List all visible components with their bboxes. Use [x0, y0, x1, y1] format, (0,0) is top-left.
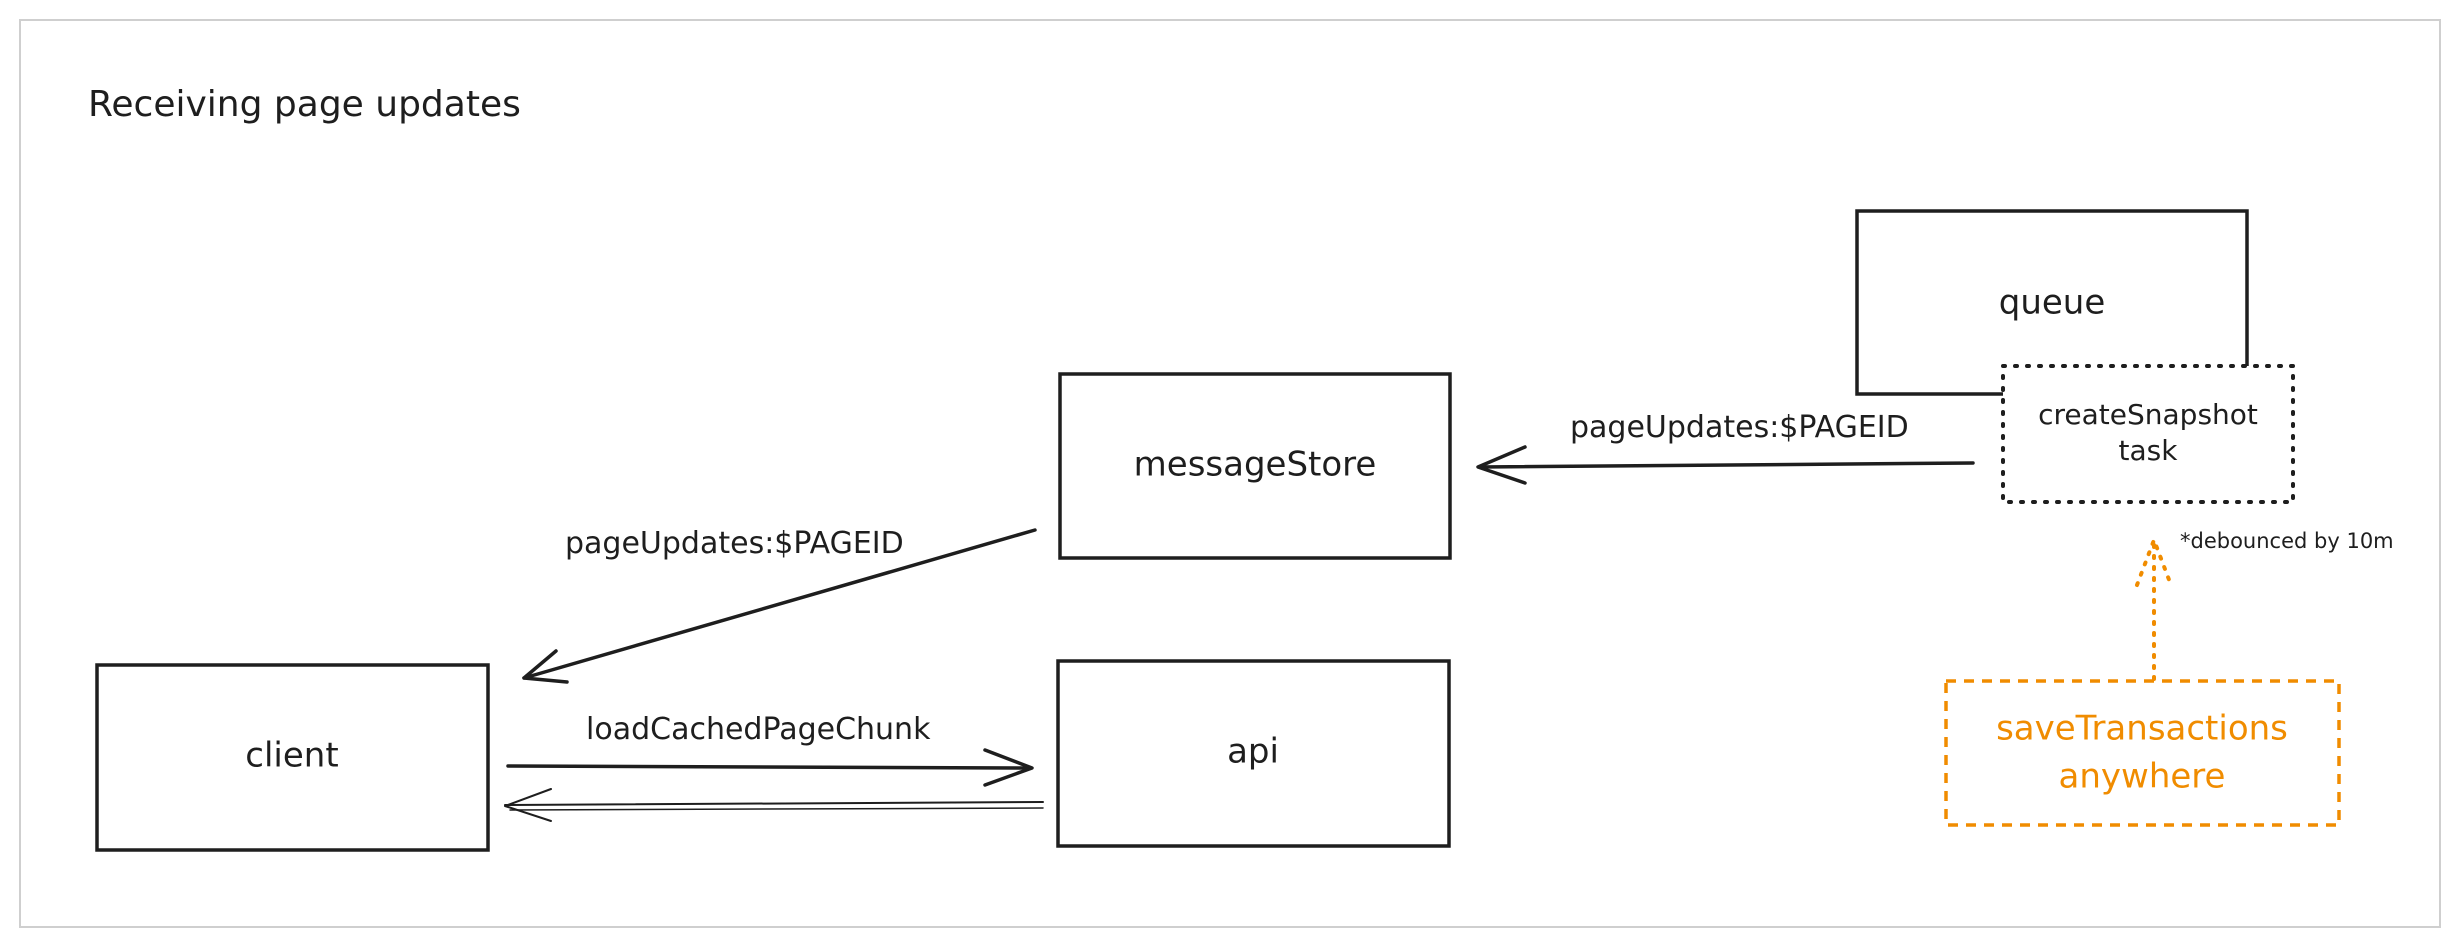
api-label: api — [1227, 732, 1279, 772]
queue-node[interactable]: queue — [1855, 209, 2249, 396]
create-snapshot-label-line2: task — [2119, 434, 2179, 467]
client-node[interactable]: client — [95, 663, 490, 852]
save-transactions-node[interactable]: saveTransactions anywhere — [1944, 679, 2341, 827]
arrow-save-transactions-to-snapshot — [2135, 538, 2173, 681]
arrow-client-to-api — [506, 748, 1034, 787]
debounce-note: *debounced by 10m — [2180, 529, 2394, 553]
client-label: client — [245, 736, 338, 776]
save-transactions-label-line2: anywhere — [2059, 757, 2226, 797]
message-store-label: messageStore — [1134, 445, 1377, 485]
edge-label-snapshot-to-store: pageUpdates:$PAGEID — [1570, 410, 1909, 445]
save-transactions-label-line1: saveTransactions — [1996, 709, 2288, 749]
edge-label-client-to-api: loadCachedPageChunk — [586, 712, 931, 747]
arrow-snapshot-to-message-store — [1476, 445, 1975, 485]
message-store-node[interactable]: messageStore — [1058, 372, 1452, 560]
diagram-title: Receiving page updates — [88, 84, 521, 125]
create-snapshot-task-node[interactable]: createSnapshot task — [2001, 364, 2295, 504]
api-node[interactable]: api — [1056, 659, 1451, 848]
queue-label: queue — [1999, 283, 2106, 323]
arrow-api-to-client — [504, 788, 1044, 822]
edge-label-store-to-client: pageUpdates:$PAGEID — [565, 526, 904, 561]
create-snapshot-label-line1: createSnapshot — [2038, 398, 2258, 431]
arrow-message-store-to-client — [522, 528, 1037, 684]
